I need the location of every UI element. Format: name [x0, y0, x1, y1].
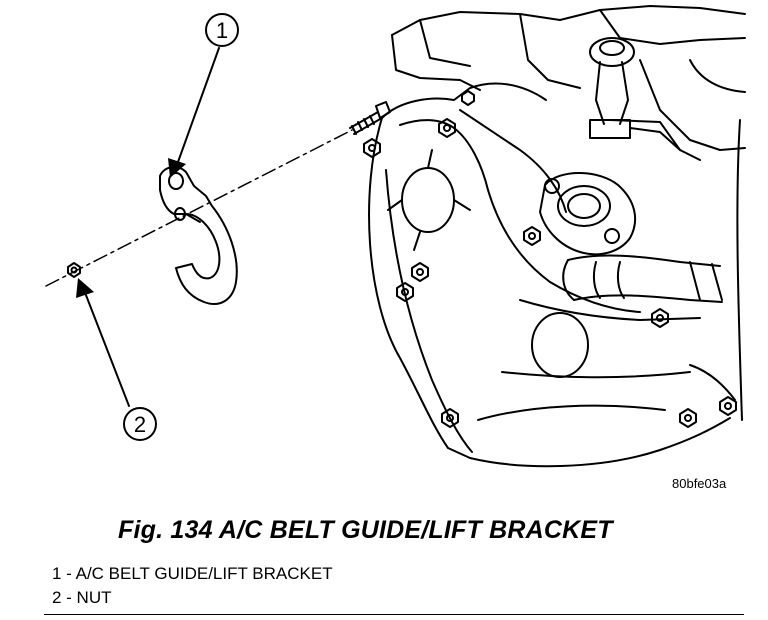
coolant-hose — [562, 254, 723, 303]
bottom-rule — [44, 614, 744, 615]
engine-timing-cover — [368, 82, 743, 468]
nut — [67, 262, 81, 278]
cover-bolts — [363, 90, 737, 428]
engine-upper-block — [391, 5, 746, 161]
figure-caption: Fig. 134 A/C BELT GUIDE/LIFT BRACKET — [118, 516, 613, 544]
callout-1 — [177, 13, 239, 163]
legend-item: 2 - NUT — [52, 588, 112, 607]
installation-centerline — [45, 129, 353, 287]
lift-bracket — [159, 166, 238, 305]
callout-2 — [83, 289, 157, 441]
mounting-stud — [349, 101, 391, 135]
callout-1-number: 1 — [216, 18, 228, 43]
sensor-assembly — [589, 37, 681, 151]
callout-2-arrowhead — [76, 278, 94, 298]
thermostat-housing — [539, 172, 637, 256]
image-reference-code: 80bfe03a — [672, 476, 727, 491]
engine-diagram: 1 2 — [45, 5, 746, 468]
pulley-bores — [387, 149, 736, 401]
legend-item: 1 - A/C BELT GUIDE/LIFT BRACKET — [52, 564, 333, 583]
legend: 1 - A/C BELT GUIDE/LIFT BRACKET 2 - NUT — [52, 562, 333, 610]
callout-2-number: 2 — [134, 412, 146, 437]
callout-1-arrowhead — [168, 158, 186, 178]
